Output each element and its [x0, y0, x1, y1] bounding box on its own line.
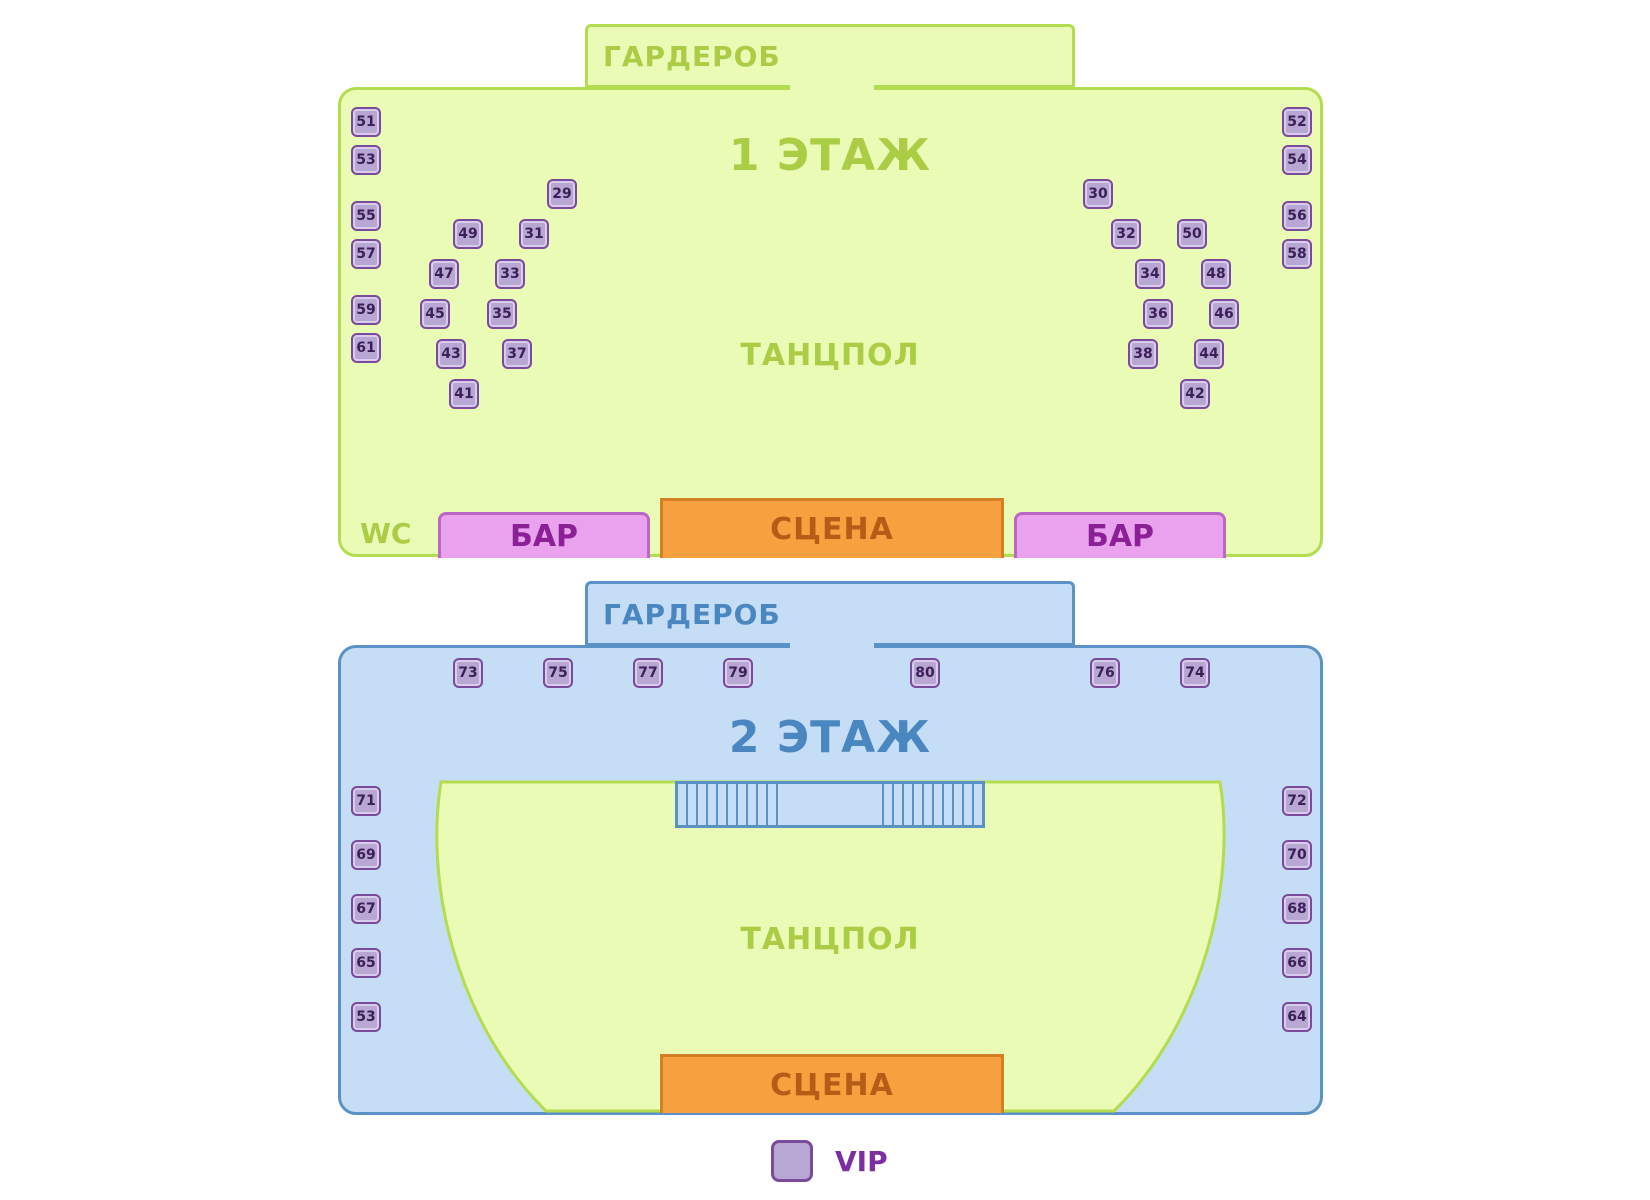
- floor1-wardrobe: [585, 24, 1075, 89]
- vip-table[interactable]: 29: [547, 179, 577, 209]
- floor2-dancefloor-label: ТАНЦПОЛ: [740, 922, 920, 957]
- vip-table[interactable]: 51: [351, 107, 381, 137]
- floor1-wardrobe-wall-right: [874, 85, 1072, 88]
- vip-table[interactable]: 66: [1282, 948, 1312, 978]
- vip-table[interactable]: 54: [1282, 145, 1312, 175]
- floor2-wardrobe: [585, 581, 1075, 647]
- floor2-stage: СЦЕНА: [660, 1054, 1004, 1113]
- vip-table[interactable]: 64: [1282, 1002, 1312, 1032]
- vip-table[interactable]: 72: [1282, 786, 1312, 816]
- vip-table[interactable]: 53: [351, 1002, 381, 1032]
- vip-table[interactable]: 49: [453, 219, 483, 249]
- vip-table[interactable]: 46: [1209, 299, 1239, 329]
- floor1-bar-left: БАР: [438, 512, 650, 558]
- vip-table[interactable]: 80: [910, 658, 940, 688]
- vip-table[interactable]: 43: [436, 339, 466, 369]
- vip-table[interactable]: 45: [420, 299, 450, 329]
- floor1-bar-right: БАР: [1014, 512, 1226, 558]
- vip-table[interactable]: 65: [351, 948, 381, 978]
- vip-table[interactable]: 47: [429, 259, 459, 289]
- vip-table[interactable]: 58: [1282, 239, 1312, 269]
- vip-table[interactable]: 44: [1194, 339, 1224, 369]
- vip-table[interactable]: 73: [453, 658, 483, 688]
- floor1-wc-label: WC: [360, 517, 412, 550]
- vip-table[interactable]: 75: [543, 658, 573, 688]
- floor1-wardrobe-label: ГАРДЕРОБ: [603, 40, 781, 73]
- vip-table[interactable]: 70: [1282, 840, 1312, 870]
- vip-table[interactable]: 79: [723, 658, 753, 688]
- vip-table[interactable]: 31: [519, 219, 549, 249]
- floor2-stairs: [675, 781, 985, 828]
- floor1-dancefloor-label: ТАНЦПОЛ: [740, 338, 920, 373]
- vip-table[interactable]: 57: [351, 239, 381, 269]
- vip-table[interactable]: 52: [1282, 107, 1312, 137]
- vip-table[interactable]: 35: [487, 299, 517, 329]
- floor1-stage: СЦЕНА: [660, 498, 1004, 558]
- vip-table[interactable]: 36: [1143, 299, 1173, 329]
- vip-table[interactable]: 61: [351, 333, 381, 363]
- vip-table[interactable]: 76: [1090, 658, 1120, 688]
- vip-table[interactable]: 30: [1083, 179, 1113, 209]
- vip-table[interactable]: 69: [351, 840, 381, 870]
- vip-table[interactable]: 50: [1177, 219, 1207, 249]
- vip-table[interactable]: 71: [351, 786, 381, 816]
- vip-table[interactable]: 74: [1180, 658, 1210, 688]
- floor2-wardrobe-wall-left: [588, 643, 790, 646]
- legend-vip-swatch: [771, 1140, 813, 1182]
- vip-table[interactable]: 68: [1282, 894, 1312, 924]
- vip-table[interactable]: 48: [1201, 259, 1231, 289]
- vip-table[interactable]: 55: [351, 201, 381, 231]
- vip-table[interactable]: 32: [1111, 219, 1141, 249]
- floor1-title: 1 ЭТАЖ: [728, 130, 932, 181]
- vip-table[interactable]: 67: [351, 894, 381, 924]
- floor2-title: 2 ЭТАЖ: [728, 712, 932, 763]
- floor1-wardrobe-wall-left: [588, 85, 790, 88]
- floor2-wardrobe-wall-right: [874, 643, 1072, 646]
- vip-table[interactable]: 33: [495, 259, 525, 289]
- floor2-wardrobe-passage: [790, 642, 874, 650]
- floor2-wardrobe-label: ГАРДЕРОБ: [603, 598, 781, 631]
- vip-table[interactable]: 59: [351, 295, 381, 325]
- vip-table[interactable]: 56: [1282, 201, 1312, 231]
- vip-table[interactable]: 37: [502, 339, 532, 369]
- floor1-wardrobe-passage: [790, 84, 874, 92]
- vip-table[interactable]: 77: [633, 658, 663, 688]
- vip-table[interactable]: 42: [1180, 379, 1210, 409]
- vip-table[interactable]: 38: [1128, 339, 1158, 369]
- vip-table[interactable]: 53: [351, 145, 381, 175]
- legend-vip-label: VIP: [835, 1145, 888, 1178]
- vip-table[interactable]: 34: [1135, 259, 1165, 289]
- vip-table[interactable]: 41: [449, 379, 479, 409]
